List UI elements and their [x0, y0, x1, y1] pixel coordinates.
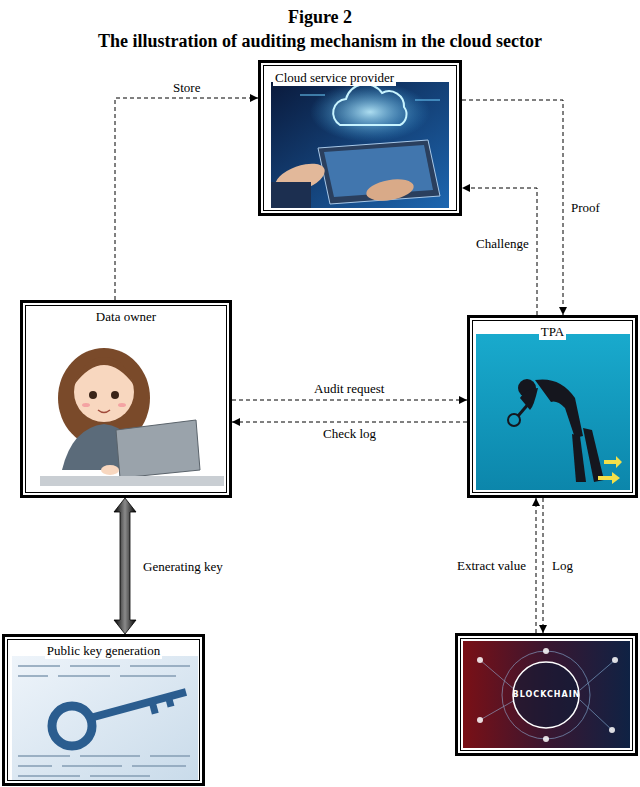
data-owner-picture — [28, 322, 224, 490]
auditor-box: TPA — [467, 315, 638, 498]
cloud-picture — [271, 82, 449, 208]
dashed-arrow — [232, 422, 467, 423]
node-heading: Cloud service provider — [273, 70, 396, 86]
actor-box: Data owner — [20, 300, 232, 498]
dashed-arrow — [115, 98, 258, 300]
edge-label: Generating key — [141, 559, 225, 574]
dashed-arrow — [462, 100, 563, 315]
edge-label: Store — [171, 80, 202, 95]
node-heading: Data owner — [94, 309, 158, 325]
key-picture — [12, 656, 198, 780]
key-box: Public key generation — [2, 634, 205, 786]
server-box: Cloud service provider — [258, 60, 462, 216]
ledger-word: BLOCKCHAIN — [511, 690, 583, 700]
figure-title: Figure 2 — [0, 6, 640, 28]
blockchain-picture — [463, 641, 630, 748]
edge-label: Challenge — [474, 236, 531, 251]
figure-caption: The illustration of auditing mechanism i… — [0, 30, 640, 52]
node-heading: Public key generation — [45, 643, 162, 659]
double-arrow — [114, 498, 136, 634]
edge-label: Check log — [321, 426, 378, 441]
dashed-arrow — [536, 498, 537, 633]
edge-label: Proof — [569, 200, 602, 215]
dashed-arrow — [232, 400, 467, 401]
node-heading: TPA — [539, 324, 566, 340]
edge-label: Extract value — [455, 558, 528, 573]
dashed-arrow — [462, 188, 537, 315]
auditor-picture — [476, 334, 630, 490]
dashed-arrow — [543, 498, 544, 633]
edge-label: Log — [550, 558, 575, 573]
ledger-box: BLOCKCHAIN — [455, 633, 638, 756]
edge-label: Audit request — [312, 381, 386, 396]
